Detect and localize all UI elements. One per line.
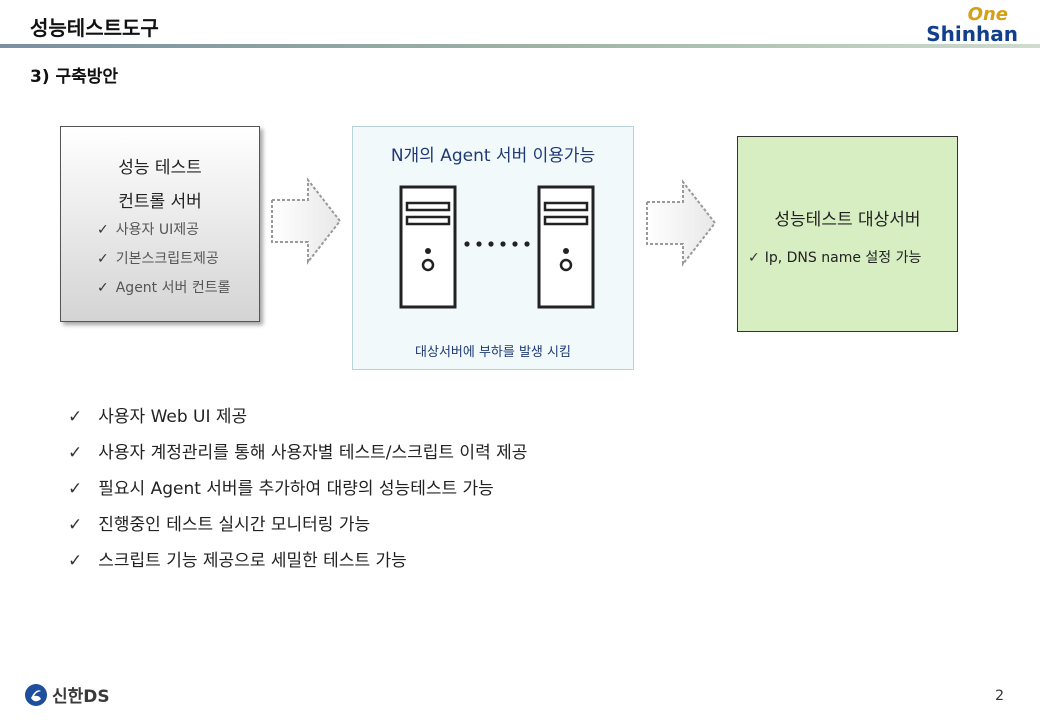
check-icon: ✓ <box>68 515 83 535</box>
right-arrow-icon <box>271 177 342 265</box>
target-server-item: ✓Ip, DNS name 설정 가능 <box>748 247 921 267</box>
brand-logo: One Shinhan <box>926 4 1018 46</box>
server-icon <box>537 185 595 309</box>
company-name: 신한DS <box>52 687 110 707</box>
check-icon: ✓ <box>68 407 83 427</box>
check-icon: ✓ <box>68 551 83 571</box>
control-server-title-line2: 컨트롤 서버 <box>118 192 202 212</box>
feature-label: 필요시 Agent 서버를 추가하여 대량의 성능테스트 가능 <box>98 479 494 499</box>
target-server-item-label: Ip, DNS name 설정 가능 <box>764 250 922 266</box>
feature-label: 진행중인 테스트 실시간 모니터링 가능 <box>98 515 371 535</box>
feature-list: ✓ 사용자 Web UI 제공 ✓ 사용자 계정관리를 통해 사용자별 테스트/스크… <box>68 402 527 582</box>
logo-shinhan-text: Shinhan <box>926 22 1018 46</box>
list-item: ✓ 필요시 Agent 서버를 추가하여 대량의 성능테스트 가능 <box>68 474 527 510</box>
logo-one-text: One <box>967 4 1008 25</box>
feature-label: 사용자 계정관리를 통해 사용자별 테스트/스크립트 이력 제공 <box>98 443 528 463</box>
list-item: ✓ 스크립트 기능 제공으로 세밀한 테스트 가능 <box>68 546 527 582</box>
list-item-label: 사용자 UI제공 <box>115 222 199 238</box>
list-item-label: 기본스크립트제공 <box>115 251 219 267</box>
control-server-list: ✓ 사용자 UI제공 ✓ 기본스크립트제공 ✓ Agent 서버 컨트롤 <box>97 219 230 306</box>
check-icon: ✓ <box>68 443 83 463</box>
list-item: ✓ Agent 서버 컨트롤 <box>97 277 230 306</box>
check-icon: ✓ <box>97 251 109 267</box>
section-title: 3) 구축방안 <box>30 67 119 87</box>
check-icon: ✓ <box>748 250 760 266</box>
control-server-title-line1: 성능 테스트 <box>118 158 202 178</box>
target-server-title: 성능테스트 대상서버 <box>774 210 921 230</box>
shinhan-emblem-icon <box>25 683 47 706</box>
list-item: ✓ 사용자 계정관리를 통해 사용자별 테스트/스크립트 이력 제공 <box>68 438 527 474</box>
list-item: ✓ 사용자 Web UI 제공 <box>68 402 527 438</box>
list-item: ✓ 사용자 UI제공 <box>97 219 230 248</box>
feature-label: 사용자 Web UI 제공 <box>98 407 248 427</box>
feature-label: 스크립트 기능 제공으로 세밀한 테스트 가능 <box>98 551 407 571</box>
header-divider <box>0 44 1040 48</box>
more-servers-ellipsis-icon <box>464 241 530 247</box>
check-icon: ✓ <box>97 222 109 238</box>
target-server-box: 성능테스트 대상서버 ✓Ip, DNS name 설정 가능 <box>737 136 958 332</box>
agent-group-caption: 대상서버에 부하를 발생 시킴 <box>415 345 571 360</box>
right-arrow-icon <box>646 179 717 267</box>
server-icon <box>399 185 457 309</box>
agent-server-group: N개의 Agent 서버 이용가능 대상서버에 부하를 발생 시킴 <box>352 126 634 370</box>
list-item: ✓ 진행중인 테스트 실시간 모니터링 가능 <box>68 510 527 546</box>
agent-group-title: N개의 Agent 서버 이용가능 <box>390 146 596 166</box>
list-item: ✓ 기본스크립트제공 <box>97 248 230 277</box>
list-item-label: Agent 서버 컨트롤 <box>115 280 231 296</box>
footer-logo: 신한DS <box>24 682 110 707</box>
page-title: 성능테스트도구 <box>30 16 159 40</box>
page-number: 2 <box>995 688 1004 704</box>
check-icon: ✓ <box>97 280 109 296</box>
control-server-box: 성능 테스트 컨트롤 서버 ✓ 사용자 UI제공 ✓ 기본스크립트제공 ✓ Agent… <box>60 126 260 322</box>
check-icon: ✓ <box>68 479 83 499</box>
